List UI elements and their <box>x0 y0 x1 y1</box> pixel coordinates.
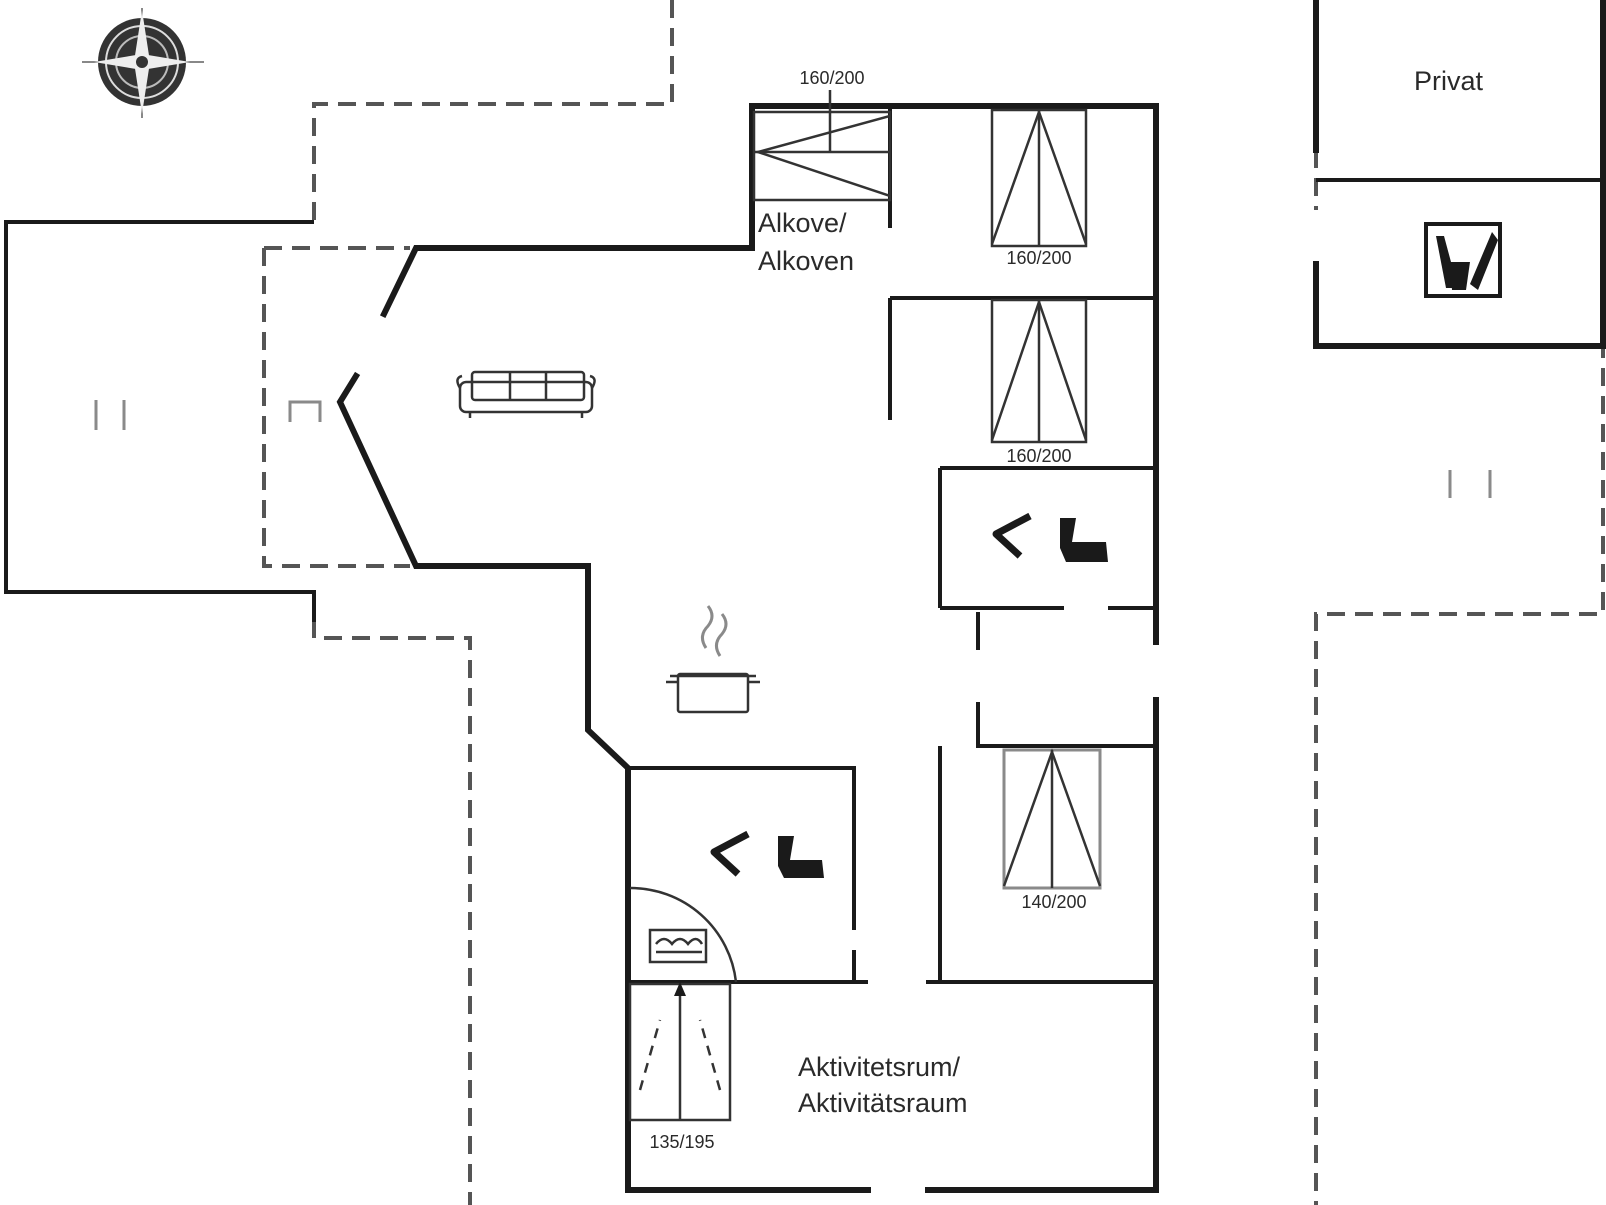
shower-toilet-icon <box>710 830 824 878</box>
bunk-bed <box>752 90 892 202</box>
activity-room-label-da: Aktivitetsrum/ <box>798 1052 961 1082</box>
cooking-pot-icon <box>666 605 760 714</box>
terrace-marker-icon <box>1448 470 1492 498</box>
sofa-icon <box>456 370 596 418</box>
activity-room-label-de: Aktivitätsraum <box>798 1088 968 1118</box>
bed-lower-right <box>1002 748 1102 890</box>
washing-machine-icon <box>1424 222 1502 298</box>
main-walls <box>336 103 1159 1193</box>
private-label: Privat <box>1414 66 1484 96</box>
bed-size-label: 135/195 <box>649 1132 714 1152</box>
terrace-marker-icon <box>94 400 126 430</box>
shower-toilet-icon <box>992 512 1108 562</box>
alcove-label-da: Alkove/ <box>758 208 847 238</box>
sauna-icon <box>629 886 738 983</box>
annex-walls <box>4 220 316 622</box>
bed-bottom-left <box>628 982 732 1122</box>
bed-size-label: 160/200 <box>1006 446 1071 466</box>
private-building-walls <box>1313 0 1606 349</box>
bed-size-label: 160/200 <box>1006 248 1071 268</box>
alcove-label-de: Alkoven <box>758 246 854 276</box>
terrace-step-icon <box>288 400 322 422</box>
compass-rose-icon <box>82 8 204 118</box>
bed-size-label: 160/200 <box>799 68 864 88</box>
bed-size-label: 140/200 <box>1021 892 1086 912</box>
bed-mid-right <box>990 298 1088 444</box>
bed-top-right <box>990 108 1088 248</box>
